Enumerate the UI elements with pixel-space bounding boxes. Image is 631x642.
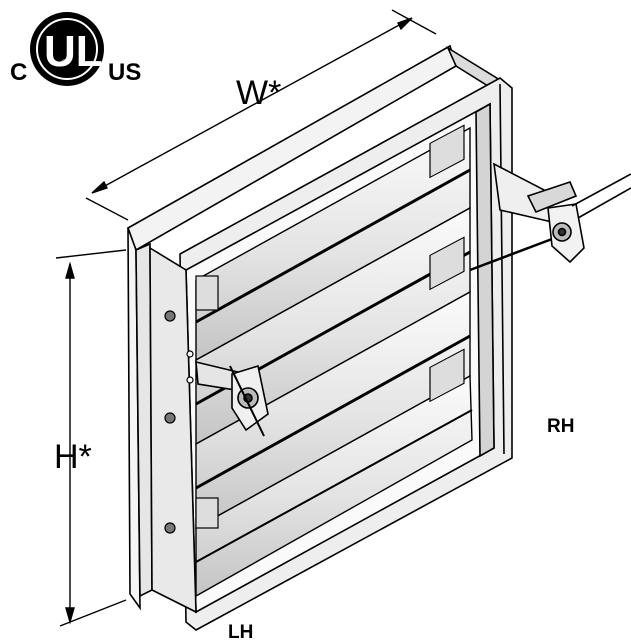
ul-circle xyxy=(30,12,104,86)
hinge xyxy=(429,348,465,403)
hinge xyxy=(195,275,219,311)
height-dimension xyxy=(55,249,127,627)
width-label: W* xyxy=(236,74,281,112)
hinge xyxy=(195,497,219,529)
rh-actuator-linkage xyxy=(469,162,631,272)
ul-certification-logo: C UL ® US xyxy=(10,12,141,86)
hinge xyxy=(429,124,465,179)
flange-bolts xyxy=(164,310,194,534)
lh-label: LH xyxy=(228,622,253,642)
ul-mark: UL xyxy=(44,27,103,76)
ul-prefix: C xyxy=(10,59,27,86)
width-dimension xyxy=(85,9,437,221)
hinge xyxy=(429,236,465,291)
rh-label: RH xyxy=(547,416,574,437)
blade-stack xyxy=(195,126,473,598)
hinge-set xyxy=(195,124,465,529)
height-label: H* xyxy=(54,438,92,476)
lh-actuator-linkage xyxy=(195,360,269,437)
ul-suffix: US xyxy=(108,59,141,86)
ul-registered: ® xyxy=(61,58,68,68)
